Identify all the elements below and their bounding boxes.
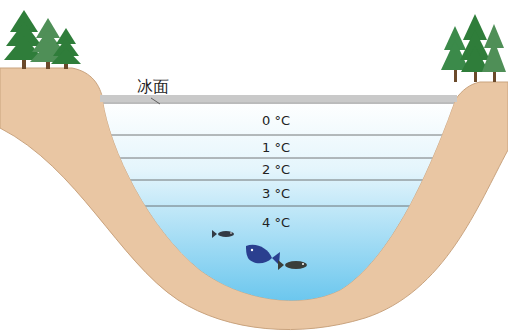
- temperature-label: 0 °C: [262, 114, 290, 127]
- ground-bank: [0, 68, 508, 330]
- temperature-label: 3 °C: [262, 187, 290, 200]
- leader-line: [151, 98, 160, 104]
- ice-surface: [100, 95, 457, 102]
- temperature-label: 1 °C: [262, 141, 290, 154]
- tree: [482, 24, 506, 82]
- fish: [278, 260, 307, 270]
- temperature-label: 4 °C: [262, 216, 290, 229]
- fish: [212, 230, 234, 238]
- lake-water: [103, 100, 455, 300]
- temperature-label: 2 °C: [262, 163, 290, 176]
- layer-lines: [95, 103, 465, 206]
- fish: [246, 245, 280, 265]
- surface-label: 冰面: [137, 79, 169, 95]
- tree: [51, 28, 81, 69]
